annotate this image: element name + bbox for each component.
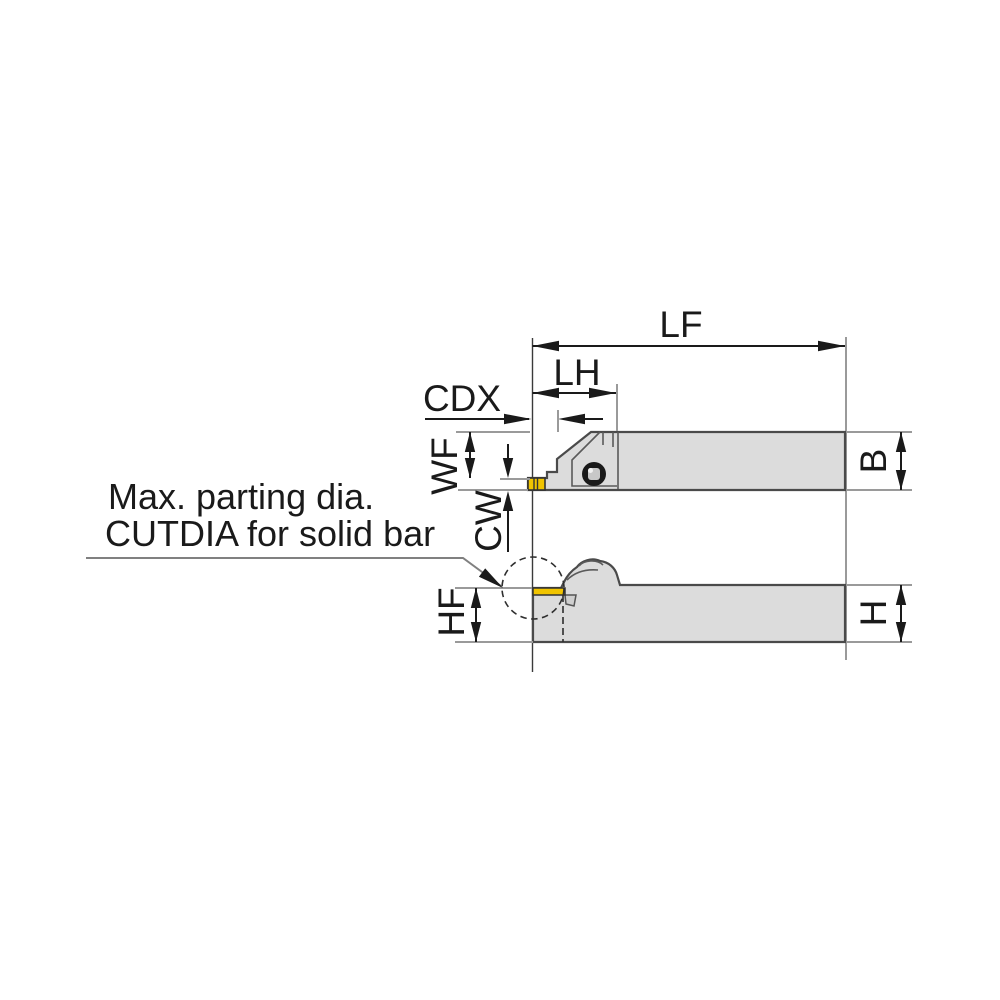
h-arrowhead-down bbox=[895, 622, 907, 642]
b-arrowhead-up bbox=[895, 432, 907, 452]
b-label: B bbox=[853, 449, 894, 474]
dimension-lh: LH bbox=[532, 352, 618, 431]
cw-arrowhead-down bbox=[502, 458, 514, 478]
lh-arrowhead-right bbox=[589, 387, 616, 399]
dimension-cdx: CDX bbox=[423, 378, 603, 432]
top-view-holder-body bbox=[526, 430, 847, 492]
cdx-arrowhead-left bbox=[504, 413, 532, 425]
dimension-wf: WF bbox=[424, 431, 530, 495]
max-parting-diameter-circle bbox=[501, 556, 565, 620]
side-view-insert bbox=[532, 587, 566, 596]
lf-arrowhead-left bbox=[532, 340, 559, 352]
top-view-insert bbox=[527, 477, 546, 491]
note-line-1: Max. parting dia. bbox=[108, 476, 374, 517]
b-arrowhead-down bbox=[895, 470, 907, 490]
dimension-lf: LF bbox=[532, 304, 845, 352]
dimension-b: B bbox=[846, 431, 912, 491]
wf-arrowhead-up bbox=[464, 432, 476, 452]
top-view bbox=[526, 430, 847, 492]
hf-label: HF bbox=[431, 587, 472, 636]
h-label: H bbox=[853, 600, 894, 627]
side-view-holder-body bbox=[531, 558, 847, 644]
wf-label: WF bbox=[424, 437, 465, 495]
lh-label: LH bbox=[553, 352, 600, 393]
side-view bbox=[501, 556, 847, 644]
lh-arrowhead-left bbox=[532, 387, 559, 399]
cw-arrowhead-up bbox=[502, 491, 514, 511]
top-view-clamp-slot-lines bbox=[602, 432, 614, 447]
wf-arrowhead-down bbox=[464, 458, 476, 478]
clamp-screw-highlight bbox=[588, 468, 593, 473]
cdx-arrowhead-right bbox=[558, 413, 585, 425]
top-view-pocket-line bbox=[571, 431, 617, 487]
cw-label: CW bbox=[468, 490, 509, 552]
note-leader-line bbox=[86, 557, 502, 587]
max-parting-dia-note: Max. parting dia. CUTDIA for solid bar bbox=[86, 476, 503, 588]
h-arrowhead-up bbox=[895, 585, 907, 605]
top-view-insert-divider-lines bbox=[533, 478, 539, 490]
cdx-label: CDX bbox=[423, 378, 501, 419]
hf-arrowhead-down bbox=[470, 622, 482, 642]
note-line-2: CUTDIA for solid bar bbox=[105, 513, 435, 554]
dimension-hf: HF bbox=[431, 587, 533, 643]
side-view-insert-seat bbox=[564, 594, 577, 607]
lf-label: LF bbox=[659, 304, 702, 345]
note-leader-arrowhead bbox=[478, 568, 503, 588]
dimension-cw: CW bbox=[458, 444, 528, 552]
dimension-h: H bbox=[846, 584, 912, 643]
lf-arrowhead-right bbox=[818, 340, 845, 352]
side-view-screw-head-arc bbox=[578, 560, 604, 567]
hf-arrowhead-up bbox=[470, 588, 482, 608]
side-view-clamp-contour bbox=[566, 569, 599, 581]
